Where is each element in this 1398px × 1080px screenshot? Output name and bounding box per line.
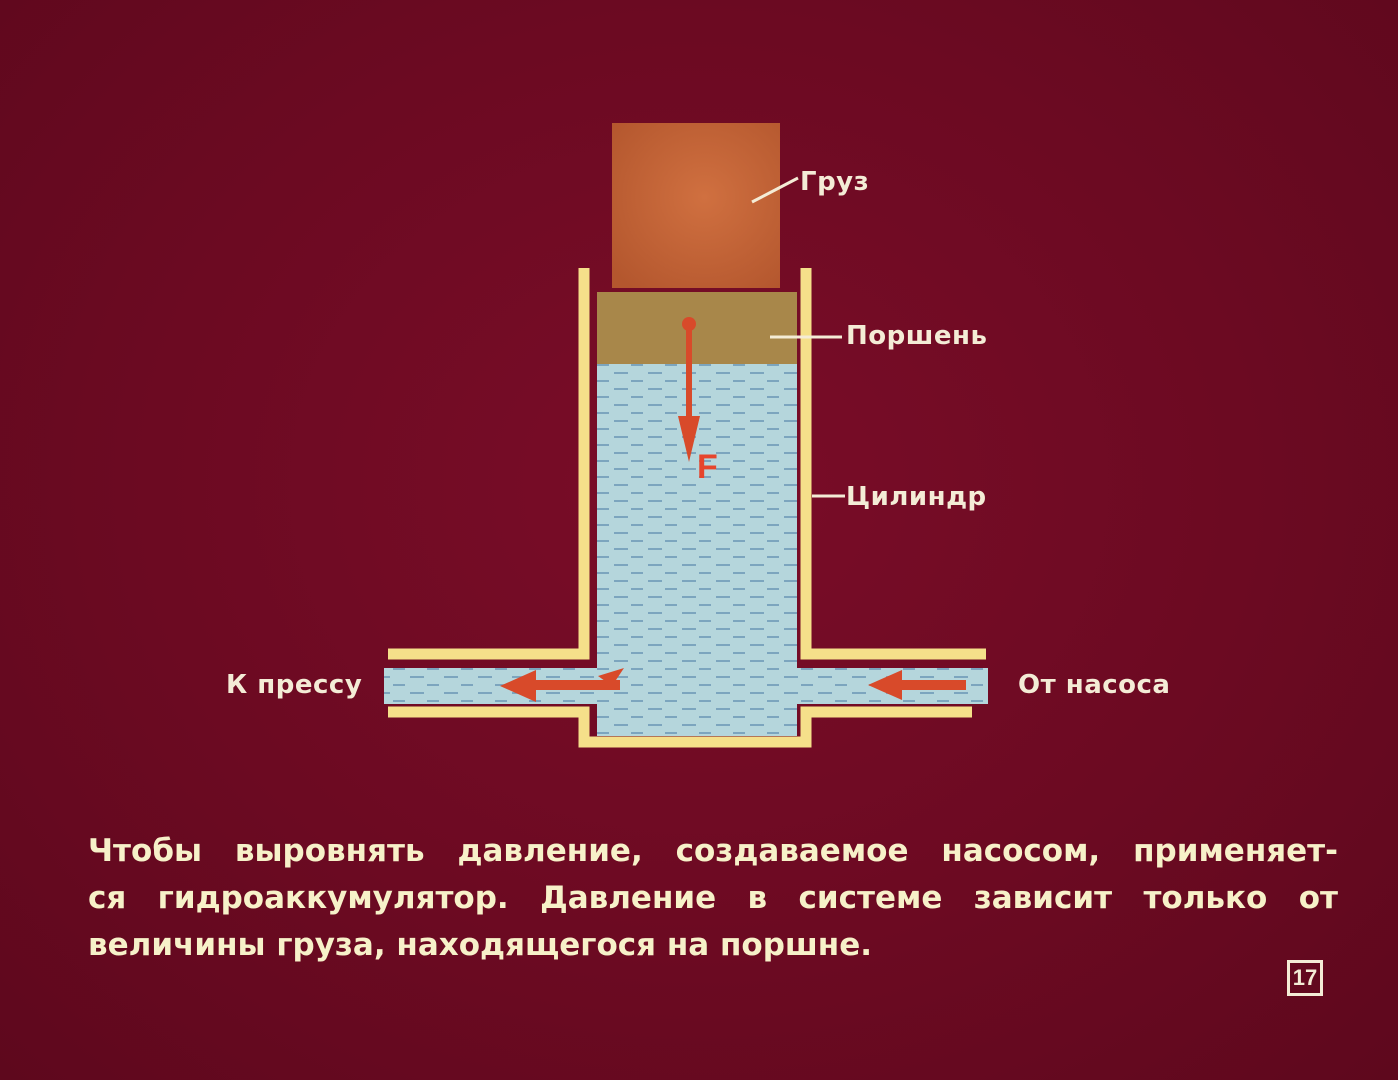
flow-arrow-in (868, 670, 966, 700)
label-force: F (697, 448, 718, 486)
cylinder-wall-left (388, 268, 590, 660)
label-load: Груз (800, 167, 870, 197)
force-arrow (678, 317, 700, 462)
load-block (612, 123, 780, 288)
caption-line-3: величины груза, находящегося на поршне. (88, 927, 873, 963)
slide-number-badge: 17 (1287, 960, 1323, 996)
label-cylinder: Цилиндр (846, 482, 987, 512)
piston (597, 292, 797, 364)
caption-line-2: ся гидроаккумулятор. Давление в системе … (88, 880, 1338, 916)
label-to-press: К прессу (226, 670, 363, 700)
caption: Чтобы выровнять давление, создаваемое на… (88, 828, 1338, 969)
leader-load (751, 176, 799, 204)
cylinder-bottom (388, 706, 972, 748)
label-from-pump: От насоса (1018, 670, 1171, 700)
caption-line-1: Чтобы выровнять давление, создаваемое на… (88, 833, 1338, 869)
cylinder-wall-right (800, 268, 986, 660)
flow-arrow-out (500, 668, 624, 702)
label-piston: Поршень (846, 321, 988, 351)
